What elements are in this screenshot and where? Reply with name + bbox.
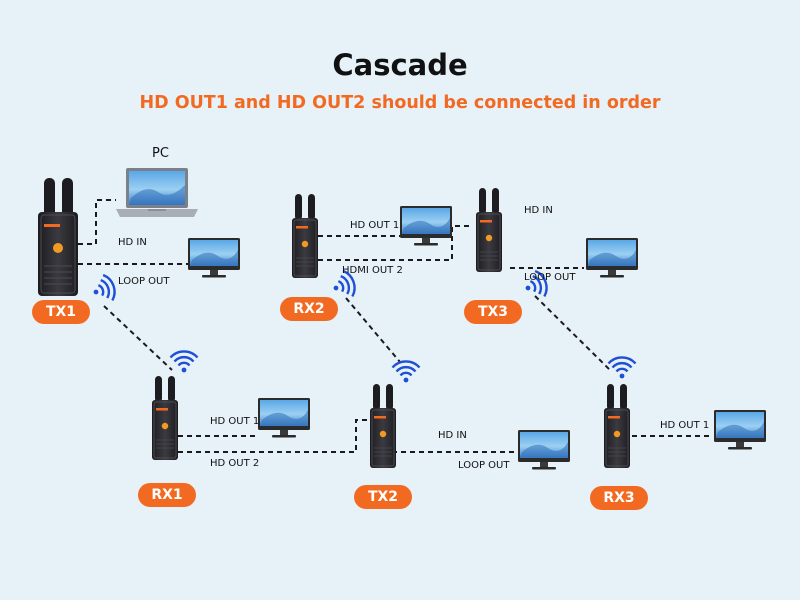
transmitter-icon [38,178,78,296]
device-badge-tx3: TX3 [464,300,522,324]
laptop-icon [116,168,198,217]
rx3-hd-out1-label: HD OUT 1 [660,420,710,431]
receiver-icon [291,193,319,279]
monitor-icon [586,238,638,278]
cable-rx1-out2-tx2 [178,419,372,453]
tx1-hd-in-label: HD IN [118,237,147,248]
rx1-hd-out2-label: HD OUT 2 [210,458,260,469]
device-badge-tx1: TX1 [32,300,90,324]
monitor-icon [518,430,570,470]
wifi-icon [607,356,637,380]
monitor-icon [258,398,310,438]
pc-label: PC [152,146,169,161]
wifi-icon [391,360,421,384]
tx2-loop-out-label: LOOP OUT [458,460,510,471]
rx2-hdmi-out2-label: HDMI OUT 2 [342,265,403,276]
wireless-link-rx2-tx2 [345,297,401,363]
device-badge-rx2: RX2 [280,297,338,321]
receiver-icon [151,375,179,461]
cable-tx1-pc [78,199,116,245]
tx2-hd-in-label: HD IN [438,430,467,441]
wifi-icon [169,350,199,374]
wireless-link-tx3-rx3 [534,295,611,371]
tx1-loop-out-label: LOOP OUT [118,276,170,287]
page-subtitle: HD OUT1 and HD OUT2 should be connected … [139,93,661,113]
page-title: Cascade [332,48,468,82]
rx2-hd-out1-label: HD OUT 1 [350,220,400,231]
device-badge-rx1: RX1 [138,483,196,507]
rx1-hd-out1-label: HD OUT 1 [210,416,260,427]
wireless-link-tx1-rx1 [103,305,173,371]
device-badge-rx3: RX3 [590,486,648,510]
monitor-icon [188,238,240,278]
wifi-icon [87,271,120,307]
device-badge-tx2: TX2 [354,485,412,509]
monitor-icon [400,206,452,246]
tx3-hd-in-label: HD IN [524,205,553,216]
cable-rx2-out2-tx3 [318,225,472,261]
transmitter-icon [475,187,503,273]
receiver-icon [603,383,631,469]
transmitter-icon [369,383,397,469]
monitor-icon [714,410,766,450]
tx3-loop-out-label: LOOP OUT [524,272,576,283]
